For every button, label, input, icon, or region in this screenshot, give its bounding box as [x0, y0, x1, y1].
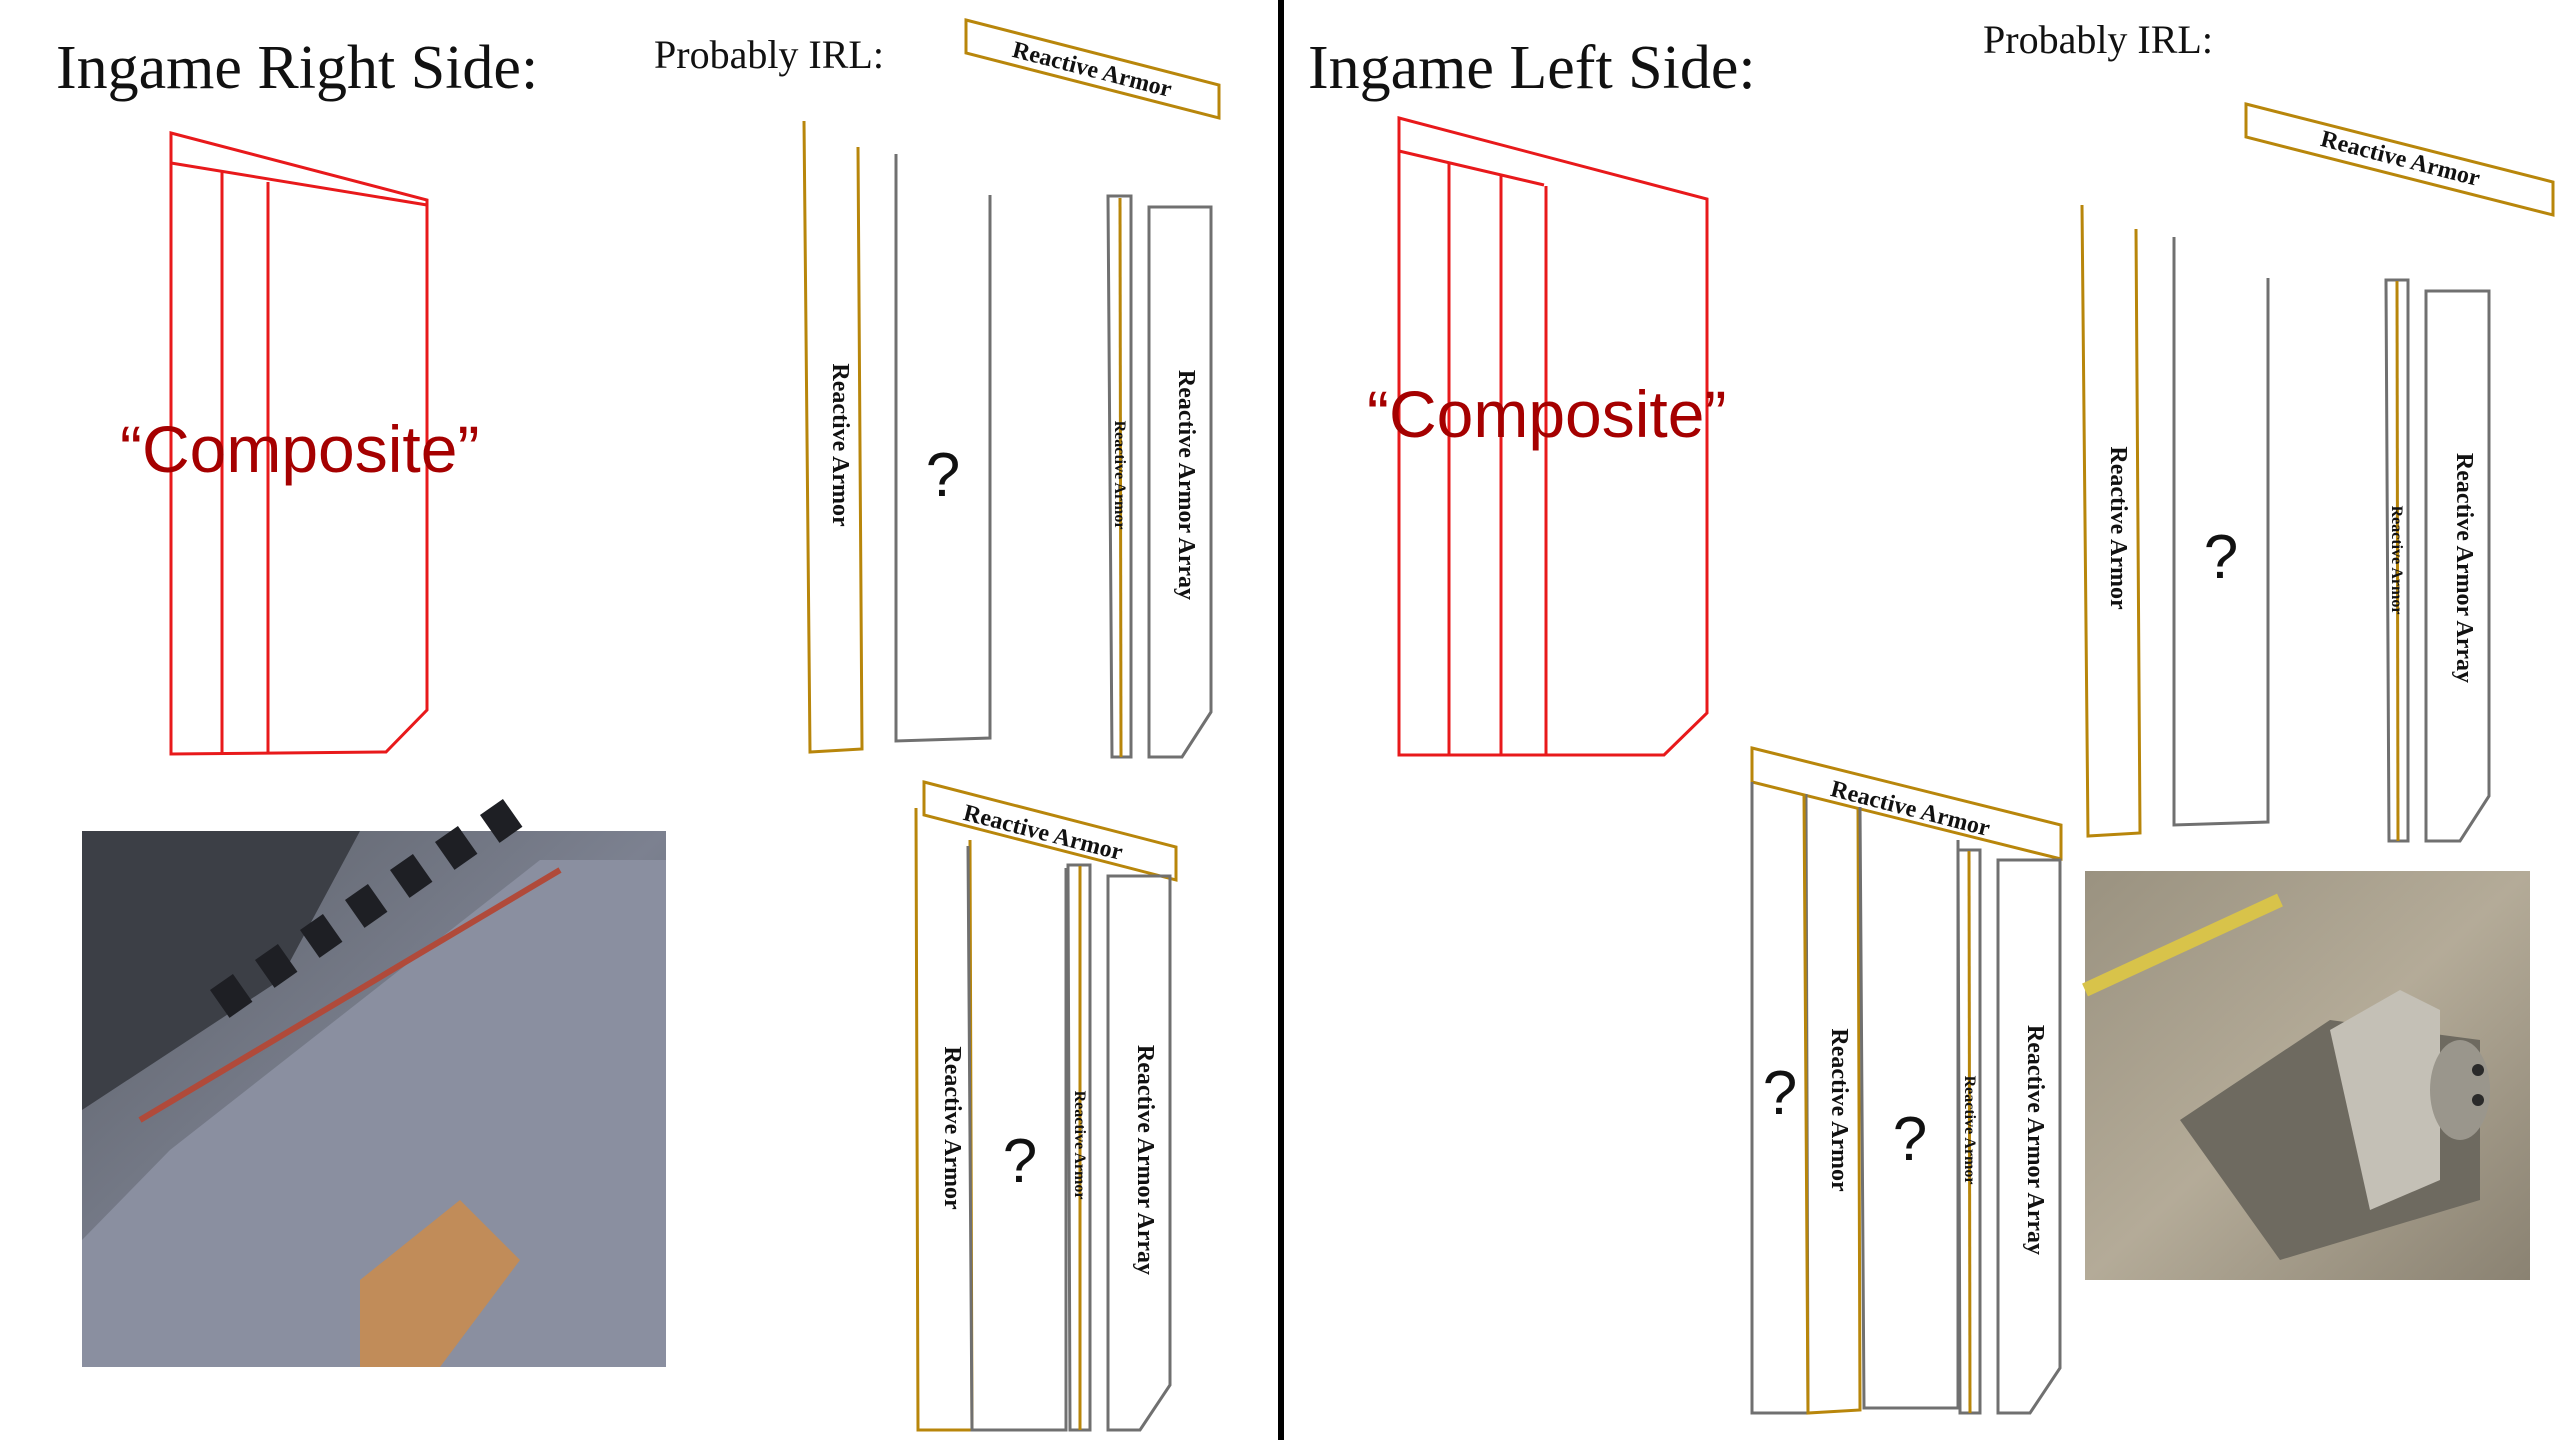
left-bottom-reactive-thin-label: Reactive Armor [1961, 1076, 1978, 1185]
left-bottom-outer-unknown-label: ? [1763, 1059, 1797, 1128]
right-bottom-unknown-label: ? [1003, 1127, 1037, 1196]
right-bottom-array-label: Reactive Armor Array [1132, 1045, 1158, 1275]
right-composite-outline [169, 131, 429, 756]
left-irl-bottom-diagram: Reactive Armor ? Reactive Armor ? Reacti… [1750, 746, 2063, 1415]
right-top-array-label: Reactive Armor Array [1173, 370, 1199, 600]
right-top-reactive-left-label: Reactive Armor [827, 363, 853, 527]
left-composite-label: “Composite” [1367, 377, 1726, 451]
left-irl-top-diagram: Reactive Armor Reactive Armor ? Reactive… [2080, 102, 2555, 843]
left-top-reactive-left-label: Reactive Armor [2105, 446, 2131, 610]
right-bottom-reactive-left-label: Reactive Armor [939, 1046, 965, 1210]
right-tank-photo [82, 798, 666, 1367]
left-bottom-unknown-label: ? [1893, 1105, 1927, 1174]
right-bottom-reactive-top-label: Reactive Armor [961, 800, 1126, 866]
left-composite-outline [1397, 116, 1709, 757]
right-side-irl-label: Probably IRL: [654, 32, 884, 77]
right-top-reactive-thin-label: Reactive Armor [1111, 421, 1128, 530]
left-top-array-label: Reactive Armor Array [2451, 453, 2477, 683]
right-composite-label: “Composite” [120, 412, 479, 486]
left-bottom-reactive-left-label: Reactive Armor [1826, 1028, 1852, 1192]
right-bottom-reactive-thin-label: Reactive Armor [1071, 1091, 1088, 1200]
left-top-unknown-label: ? [2204, 523, 2238, 592]
left-side-irl-label: Probably IRL: [1983, 17, 2213, 62]
left-top-reactive-thin-label: Reactive Armor [2388, 506, 2405, 615]
left-tank-photo [2082, 871, 2530, 1280]
right-top-unknown-label: ? [926, 441, 960, 510]
right-side-title: Ingame Right Side: [56, 34, 538, 102]
left-side-title: Ingame Left Side: [1308, 34, 1756, 102]
right-irl-top-diagram: Reactive Armor Reactive Armor ? Reactive… [802, 18, 1221, 759]
left-bottom-array-label: Reactive Armor Array [2022, 1025, 2048, 1255]
right-irl-bottom-diagram: Reactive Armor Reactive Armor ? Reactive… [914, 780, 1178, 1432]
